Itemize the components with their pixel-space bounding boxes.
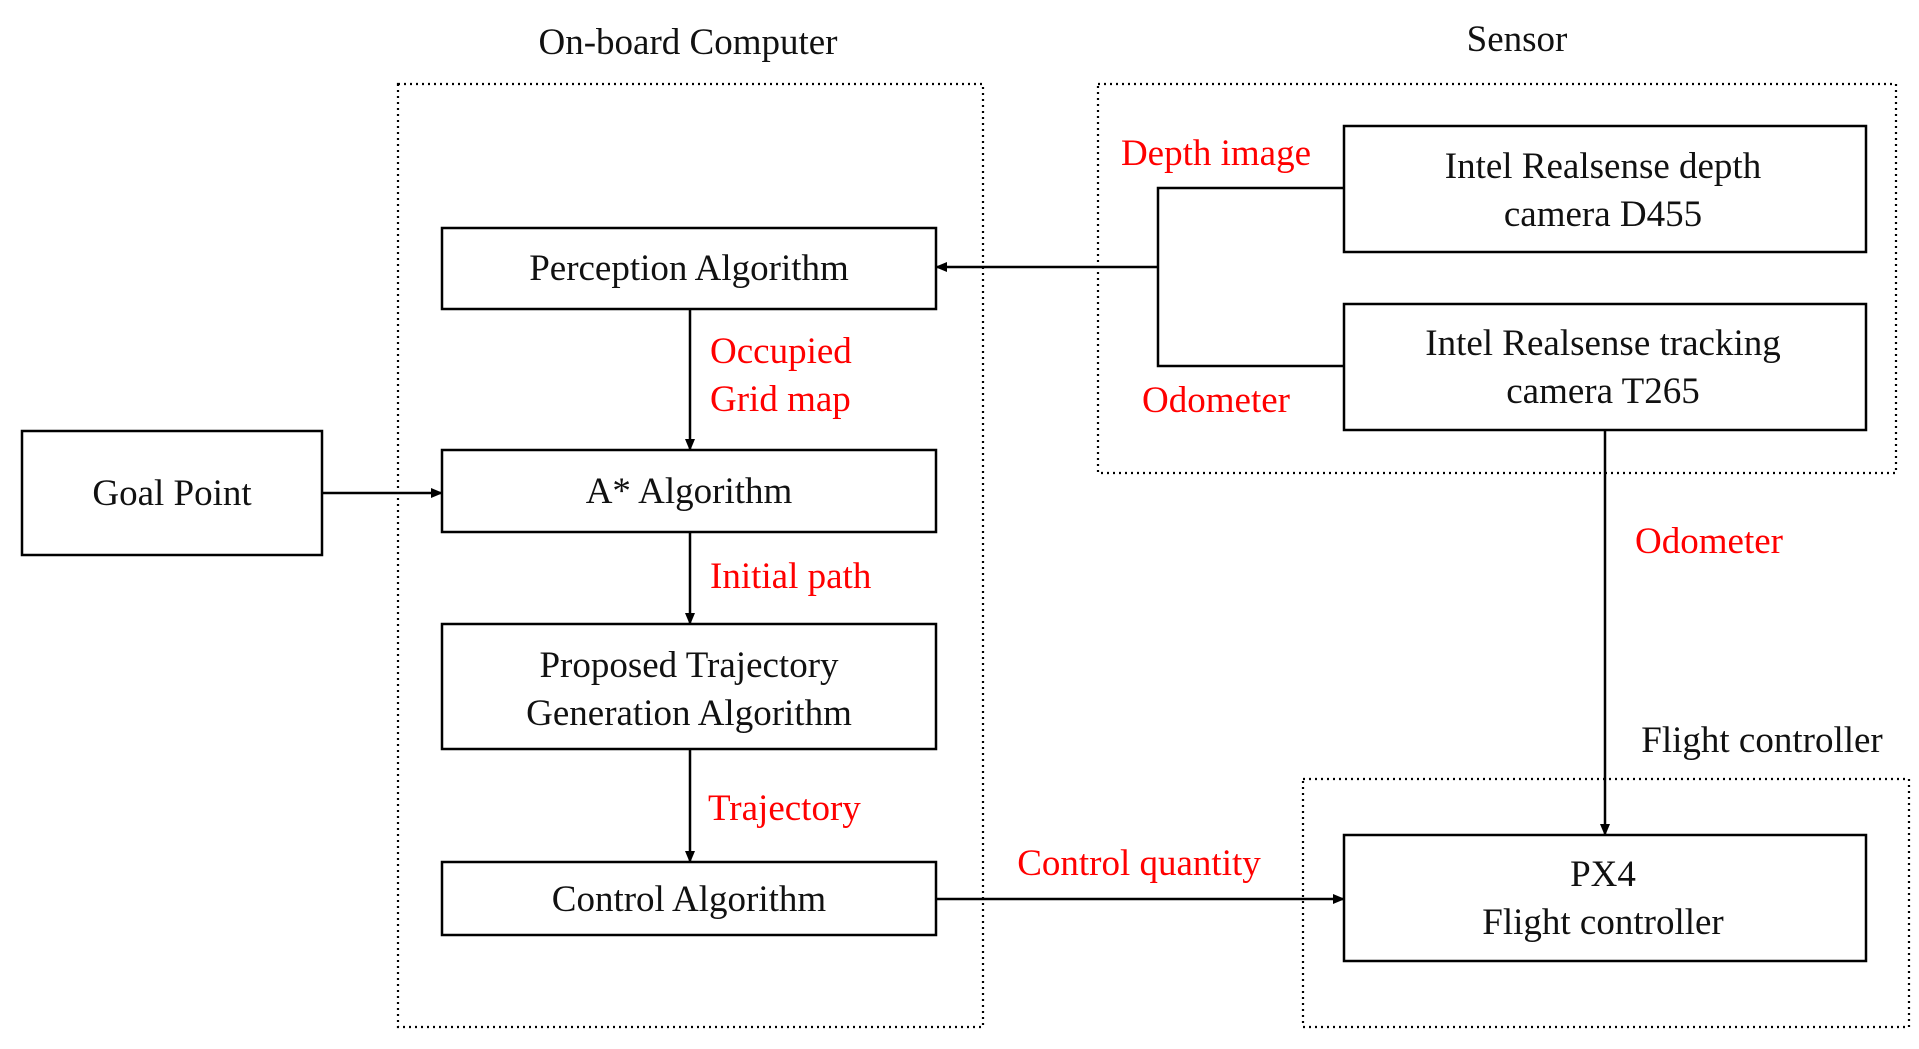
goal-point-label: Goal Point [92,473,252,514]
control-quantity-label: Control quantity [1017,843,1261,884]
px4-label-line2: Flight controller [1482,902,1724,943]
odometer-sensor-label: Odometer [1142,380,1290,421]
astar-algorithm-box [440,448,938,534]
t265-camera-label-line1: Intel Realsense tracking [1425,323,1780,364]
d455-branch-line [1156,186,1344,368]
t265-camera-label-line2: camera T265 [1506,371,1699,412]
flight-controller-title: Flight controller [1641,720,1883,761]
flight-controller-group [1301,777,1911,1029]
trajectory-generation-label-line2: Generation Algorithm [526,693,852,734]
px4-flight-controller-box [1342,833,1868,963]
trajectory-generation-label-line1: Proposed Trajectory [539,645,839,686]
goal-point-box [20,429,324,557]
trajectory-label: Trajectory [708,788,861,829]
d455-camera-label-line1: Intel Realsense depth [1445,146,1762,187]
occupied-label: Occupied [710,331,852,372]
depth-image-label: Depth image [1121,133,1311,174]
px4-label-line1: PX4 [1570,854,1636,895]
odometer-px4-label: Odometer [1635,521,1783,562]
onboard-computer-group [396,82,985,1029]
sensor-title: Sensor [1467,19,1568,60]
astar-algorithm-label: A* Algorithm [586,471,793,512]
d455-camera-box [1342,124,1868,254]
onboard-computer-title: On-board Computer [538,22,837,63]
t265-camera-box [1342,302,1868,432]
initial-path-label: Initial path [710,556,872,597]
control-algorithm-label: Control Algorithm [552,879,827,920]
trajectory-generation-box [440,622,938,751]
grid-map-label: Grid map [710,379,851,420]
control-algorithm-box [440,860,938,937]
d455-camera-label-line2: camera D455 [1504,194,1702,235]
sensor-group [1096,82,1898,475]
perception-algorithm-box [440,226,938,311]
perception-algorithm-label: Perception Algorithm [529,248,849,289]
